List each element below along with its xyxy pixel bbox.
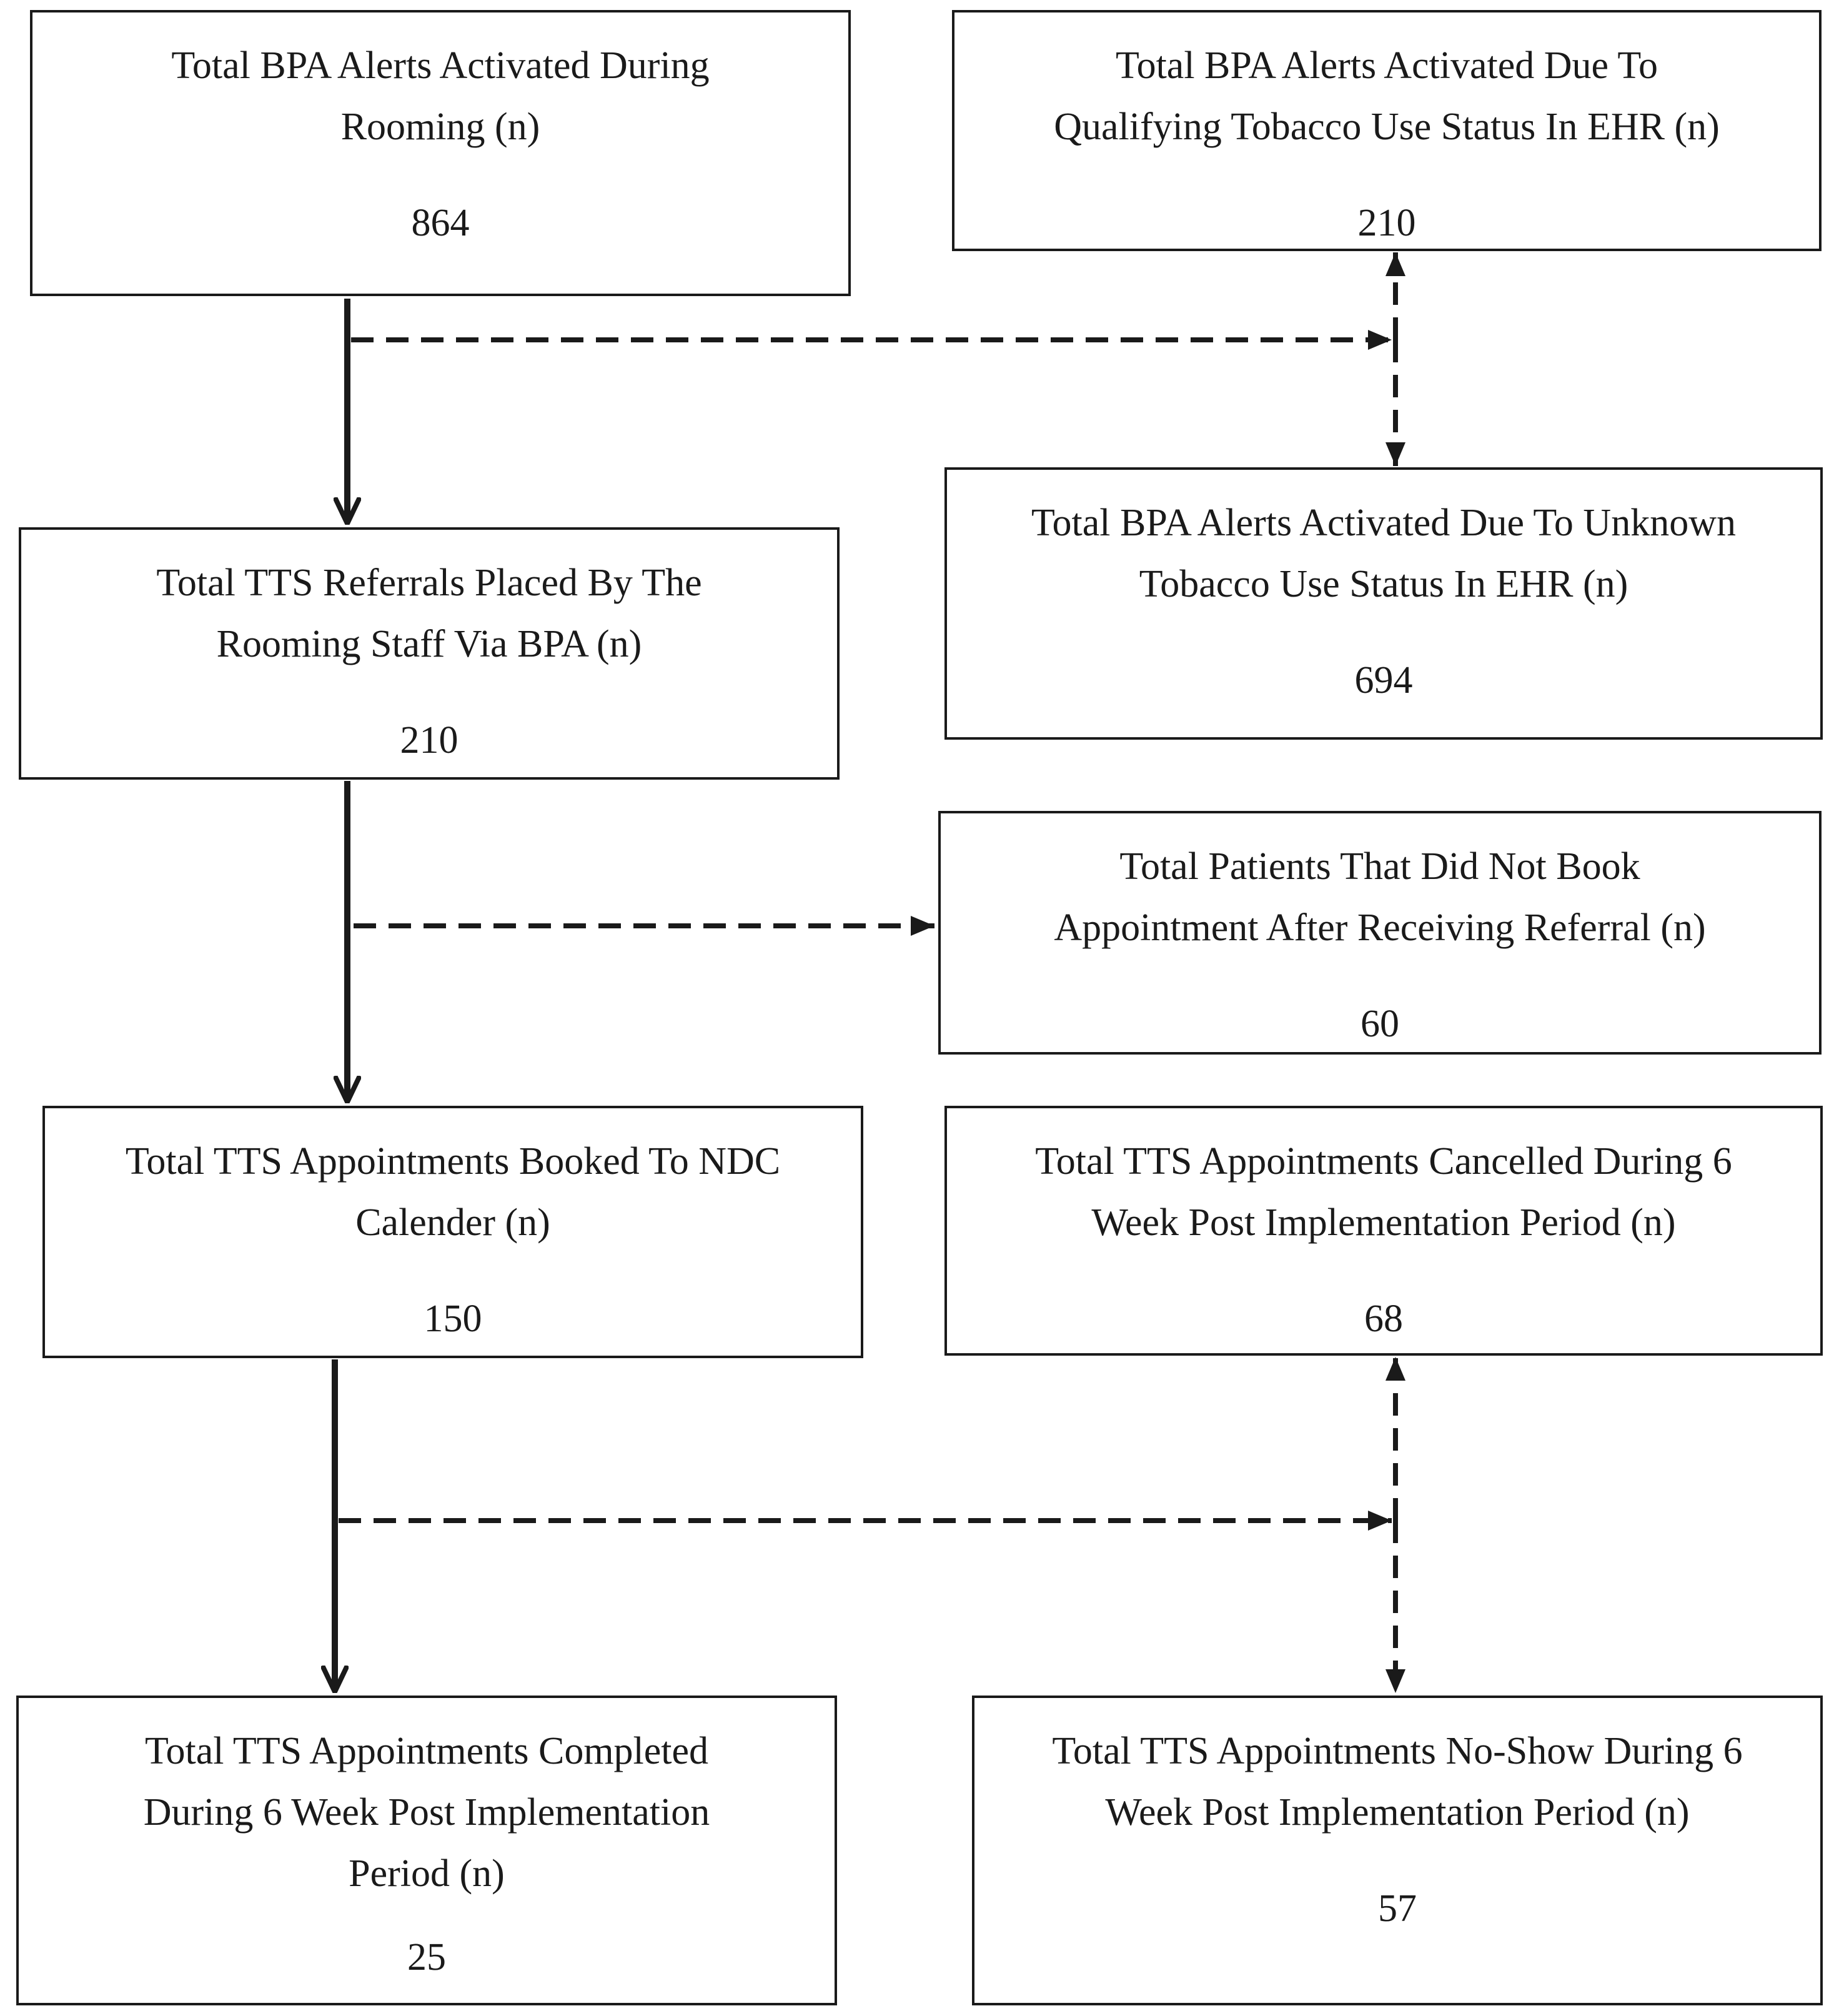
box-tts-referrals-count: 210	[400, 719, 459, 762]
box-bpa-alerts-total-count: 864	[411, 202, 470, 244]
box-tts-appointments-cancelled: Total TTS Appointments Cancelled During …	[944, 1106, 1823, 1356]
box-bpa-alerts-unknown-count: 694	[1354, 659, 1413, 702]
box-did-not-book-label: Total Patients That Did Not Book Appoint…	[1054, 845, 1706, 949]
box-bpa-alerts-qualifying-count: 210	[1357, 202, 1416, 244]
box-did-not-book-count: 60	[1361, 1003, 1399, 1045]
box-tts-appointments-completed-label: Total TTS Appointments Completed During …	[143, 1730, 710, 1895]
box-tts-appointments-noshow: Total TTS Appointments No-Show During 6 …	[972, 1696, 1823, 2005]
box-bpa-alerts-unknown: Total BPA Alerts Activated Due To Unknow…	[944, 467, 1823, 740]
box-bpa-alerts-total-label: Total BPA Alerts Activated During Roomin…	[171, 44, 710, 148]
box-did-not-book: Total Patients That Did Not Book Appoint…	[938, 811, 1822, 1055]
box-tts-appointments-cancelled-label: Total TTS Appointments Cancelled During …	[1035, 1140, 1732, 1244]
box-tts-appointments-completed: Total TTS Appointments Completed During …	[16, 1696, 837, 2005]
box-tts-appointments-booked: Total TTS Appointments Booked To NDC Cal…	[42, 1106, 863, 1358]
box-bpa-alerts-qualifying-label: Total BPA Alerts Activated Due To Qualif…	[1054, 44, 1720, 148]
box-bpa-alerts-qualifying: Total BPA Alerts Activated Due To Qualif…	[952, 10, 1822, 251]
box-tts-appointments-noshow-label: Total TTS Appointments No-Show During 6 …	[1052, 1730, 1743, 1834]
box-tts-referrals-label: Total TTS Referrals Placed By The Roomin…	[156, 562, 702, 665]
box-tts-appointments-completed-count: 25	[407, 1936, 446, 1979]
box-tts-appointments-booked-label: Total TTS Appointments Booked To NDC Cal…	[125, 1140, 781, 1244]
box-tts-appointments-cancelled-count: 68	[1364, 1298, 1403, 1340]
box-tts-appointments-noshow-count: 57	[1378, 1887, 1417, 1930]
box-tts-referrals: Total TTS Referrals Placed By The Roomin…	[19, 527, 840, 780]
box-bpa-alerts-unknown-label: Total BPA Alerts Activated Due To Unknow…	[1031, 502, 1736, 605]
box-bpa-alerts-total: Total BPA Alerts Activated During Roomin…	[30, 10, 851, 296]
box-tts-appointments-booked-count: 150	[424, 1298, 482, 1340]
